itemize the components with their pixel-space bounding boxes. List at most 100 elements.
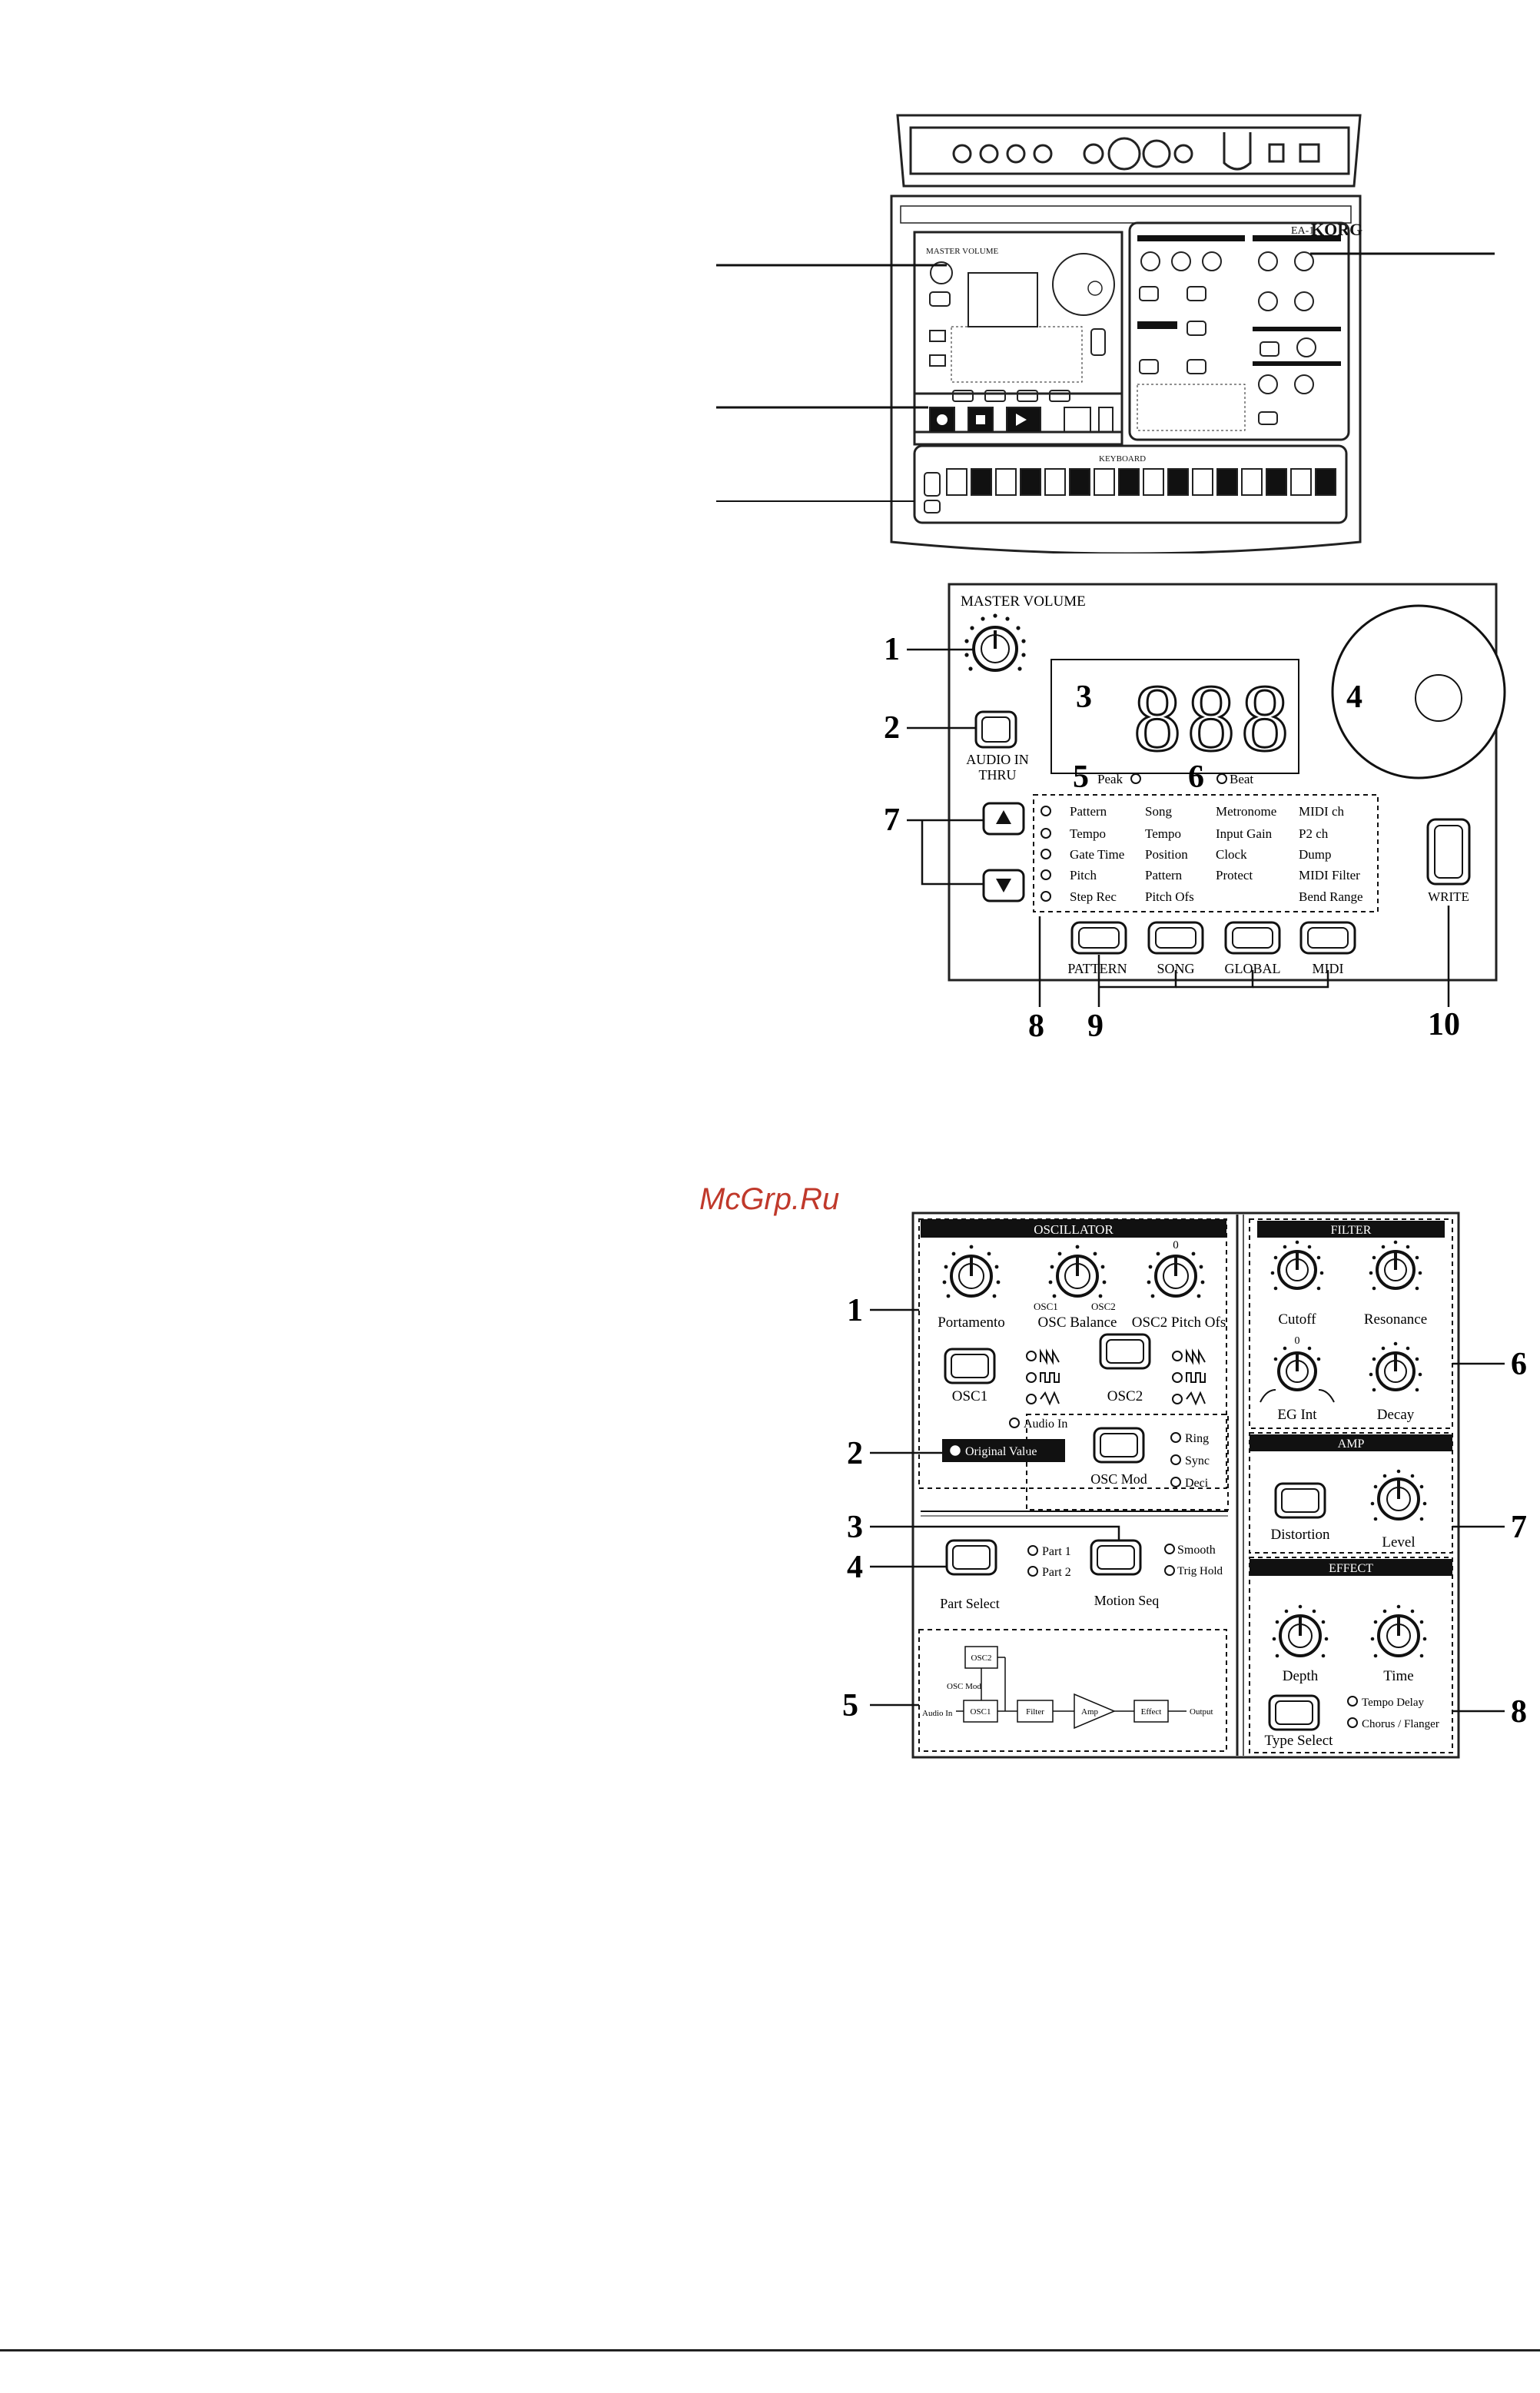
panel1-leaders <box>907 648 1450 1007</box>
song-button[interactable] <box>1147 921 1204 955</box>
thru-label: THRU <box>979 767 1017 783</box>
level-knob[interactable] <box>1377 1477 1420 1521</box>
p2-callout-2: 2 <box>847 1436 863 1471</box>
callout-3: 3 <box>1076 680 1092 715</box>
panel2-figure: OSCILLATOR 0 OSC1 OSC2 Portamento OSC Ba… <box>842 1211 1527 1759</box>
value-dial[interactable] <box>1331 604 1506 779</box>
osc2-label: OSC2 <box>1107 1388 1143 1404</box>
motion-seq-button[interactable] <box>1090 1539 1142 1576</box>
portamento-knob[interactable] <box>950 1255 993 1298</box>
audio-in-led <box>1009 1418 1020 1428</box>
overview-keyboard: KEYBOARD <box>1099 454 1146 464</box>
part1-label: Part 1 <box>1042 1545 1071 1558</box>
osc-knob-ticks <box>942 1245 1205 1298</box>
param-cell-r0c2: Metronome <box>1216 804 1276 819</box>
overview-model: EA-1 <box>1291 225 1314 237</box>
callout-10: 10 <box>1428 1007 1460 1042</box>
osc-balance-label: OSC Balance <box>1038 1314 1117 1331</box>
global-label: GLOBAL <box>1225 961 1281 976</box>
ring-label: Ring <box>1185 1432 1209 1445</box>
beat-label: Beat <box>1230 772 1253 786</box>
write-label: WRITE <box>1428 889 1469 904</box>
part-select-label: Part Select <box>940 1596 999 1611</box>
master-volume-knob[interactable] <box>972 626 1018 672</box>
osc1-button[interactable] <box>944 1348 996 1384</box>
effect-header: EFFECT <box>1329 1562 1373 1575</box>
sync-label: Sync <box>1185 1454 1210 1467</box>
osc-mod-leds <box>1170 1432 1181 1487</box>
osc-mod-label: OSC Mod <box>1090 1471 1147 1487</box>
p2-callout-5: 5 <box>842 1688 858 1723</box>
original-value-led <box>950 1445 961 1456</box>
panel2-frame <box>911 1211 1460 1759</box>
distortion-button[interactable] <box>1274 1482 1326 1519</box>
global-button[interactable] <box>1224 921 1281 955</box>
osc2-wave-leds <box>1172 1351 1183 1404</box>
callout-8: 8 <box>1028 1009 1044 1044</box>
smooth-led <box>1164 1544 1175 1554</box>
diagram-filter: Filter <box>1026 1707 1044 1717</box>
tempo-delay-led <box>1347 1696 1358 1707</box>
osc1-wave-icons <box>1040 1348 1060 1406</box>
osc-balance-osc1: OSC1 <box>1034 1301 1058 1312</box>
depth-knob[interactable] <box>1279 1614 1322 1657</box>
trig-hold-label: Trig Hold <box>1177 1565 1223 1577</box>
eg-int-neg-icon <box>1260 1389 1276 1403</box>
param-cell-r4c1: Pitch Ofs <box>1145 889 1194 904</box>
part-select-button[interactable] <box>945 1539 997 1576</box>
osc-mod-button[interactable] <box>1093 1427 1145 1464</box>
param-led-column <box>1040 806 1051 902</box>
midi-button[interactable] <box>1299 921 1356 955</box>
decay-knob[interactable] <box>1376 1351 1416 1391</box>
signal-flow-diagram <box>956 1646 1187 1730</box>
osc2-wave-icons <box>1186 1348 1206 1406</box>
callout-9: 9 <box>1087 1009 1104 1044</box>
depth-label: Depth <box>1283 1668 1319 1684</box>
overview-callout-lines <box>716 252 1495 502</box>
oscillator-header: OSCILLATOR <box>1034 1222 1114 1237</box>
param-cell-r1c0: Tempo <box>1070 826 1106 841</box>
type-select-button[interactable] <box>1268 1694 1320 1731</box>
decay-label: Decay <box>1377 1407 1415 1423</box>
panel1-frame <box>948 583 1498 982</box>
resonance-knob[interactable] <box>1376 1250 1416 1290</box>
diagram-amp: Amp <box>1081 1707 1099 1717</box>
eg-int-pos-icon <box>1318 1389 1335 1403</box>
write-button[interactable] <box>1426 818 1471 886</box>
motion-seq-label: Motion Seq <box>1094 1593 1160 1608</box>
osc2-button[interactable] <box>1099 1333 1151 1370</box>
part1-led <box>1027 1545 1038 1556</box>
param-cell-r1c1: Tempo <box>1145 826 1181 841</box>
led-display: 888 <box>1133 666 1295 771</box>
diagram-osc-mod: OSC Mod <box>947 1682 981 1691</box>
diagram-output: Output <box>1190 1707 1213 1717</box>
pattern-button[interactable] <box>1070 921 1127 955</box>
osc-balance-knob[interactable] <box>1056 1255 1099 1298</box>
param-cell-r1c3: P2 ch <box>1299 826 1329 841</box>
p2-callout-7: 7 <box>1511 1510 1527 1545</box>
diagram-osc1: OSC1 <box>971 1707 991 1717</box>
down-button[interactable] <box>982 869 1025 902</box>
diagram-effect: Effect <box>1141 1707 1162 1717</box>
diagram-osc2: OSC2 <box>971 1653 992 1663</box>
param-cell-r3c2: Protect <box>1216 868 1253 882</box>
param-cell-r2c0: Gate Time <box>1070 847 1124 862</box>
overview-keys <box>946 468 1336 496</box>
time-knob[interactable] <box>1377 1614 1420 1657</box>
filter-header: FILTER <box>1331 1224 1372 1237</box>
osc-balance-osc2: OSC2 <box>1091 1301 1116 1312</box>
osc2-pitch-ofs-knob[interactable] <box>1154 1255 1197 1298</box>
eg-int-knob[interactable] <box>1277 1351 1317 1391</box>
audio-in-thru-button[interactable] <box>974 710 1017 749</box>
footer-rule <box>0 2349 1540 2351</box>
song-label: SONG <box>1157 961 1194 976</box>
original-value-badge <box>942 1439 1065 1462</box>
top-panel: EA-1 KORG MASTER VOLUME <box>890 194 1362 553</box>
filter-knob-ticks <box>1270 1240 1422 1392</box>
amp-header: AMP <box>1338 1437 1365 1451</box>
up-button[interactable] <box>982 802 1025 836</box>
cutoff-knob[interactable] <box>1277 1250 1317 1290</box>
smooth-label: Smooth <box>1177 1544 1216 1557</box>
tempo-delay-label: Tempo Delay <box>1362 1697 1425 1709</box>
rear-panel <box>896 114 1362 188</box>
